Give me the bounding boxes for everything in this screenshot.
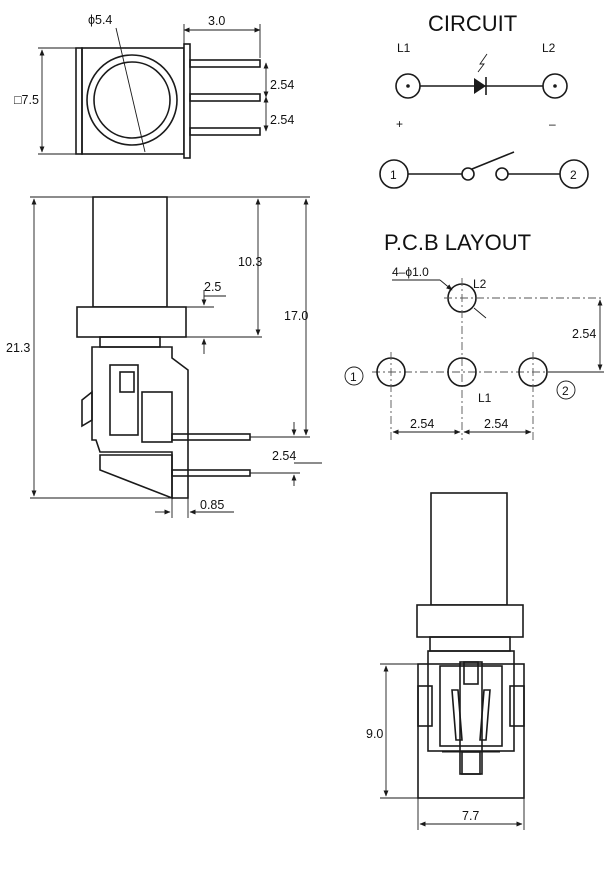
top-right-flange xyxy=(183,43,191,159)
pcb-l1: L1 xyxy=(478,391,492,405)
front-frame xyxy=(427,650,515,752)
ring-height-dim: 2.5 xyxy=(204,280,221,294)
front-housing xyxy=(417,663,525,799)
side-view: 21.3 10.3 17.0 2.5 2.54 0.85 xyxy=(6,196,322,518)
circuit-title: CIRCUIT xyxy=(428,11,517,36)
top-pin-2 xyxy=(189,93,261,102)
top-pin-1 xyxy=(189,59,261,68)
front-view: 9.0 7.7 xyxy=(366,492,525,830)
circuit-minus: – xyxy=(549,117,556,131)
circuit-plus: + xyxy=(396,117,403,131)
total-height-dim: 21.3 xyxy=(6,341,30,355)
top-pin-3 xyxy=(189,127,261,136)
side-bracket xyxy=(99,454,173,500)
dia-dim: ϕ5.4 xyxy=(88,13,112,27)
body-height-dim: 17.0 xyxy=(284,309,308,323)
circuit-l2: L2 xyxy=(542,41,556,55)
top-view: 3.0 ϕ5.4 2.54 2.54 □7.5 xyxy=(14,13,294,159)
switch-node-1-label: 1 xyxy=(390,168,397,182)
width-dim: 3.0 xyxy=(208,14,225,28)
hole-spec: 4–ϕ1.0 xyxy=(392,265,429,279)
top-outer-circle xyxy=(86,54,178,146)
switch-lever xyxy=(471,151,515,170)
front-height-dim: 9.0 xyxy=(366,727,383,741)
pcb-hole-l1 xyxy=(447,357,477,387)
pin-dia-dim: 0.85 xyxy=(200,498,224,512)
front-cap xyxy=(430,492,508,606)
pcb-l2: L2 xyxy=(473,277,487,291)
dia-leader xyxy=(115,27,146,153)
pcb-layout: P.C.B LAYOUT 4–ϕ1.0 L2 1 2 L1 2.54 2.54 … xyxy=(344,230,604,440)
front-ring xyxy=(416,604,524,638)
side-ring xyxy=(76,306,187,338)
pitch-dim-2: 2.54 xyxy=(270,113,294,127)
top-left-flange xyxy=(75,47,83,155)
pin-pitch-dim: 2.54 xyxy=(272,449,296,463)
pcb-node-1: 1 xyxy=(350,370,357,384)
switch-node-2-label: 2 xyxy=(570,168,577,182)
led-diode xyxy=(474,78,486,94)
pcb-title: P.C.B LAYOUT xyxy=(384,230,531,255)
side-pin-lower xyxy=(171,469,251,477)
circuit-diagram: CIRCUIT L1 L2 + – 1 2 xyxy=(379,11,589,189)
side-cap xyxy=(92,196,168,308)
pcb-horiz-dim-2: 2.54 xyxy=(484,417,508,431)
light-arrow-icon xyxy=(477,53,488,73)
pcb-horiz-dim-1: 2.54 xyxy=(410,417,434,431)
cap-height-dim: 10.3 xyxy=(238,255,262,269)
circuit-l1: L1 xyxy=(397,41,411,55)
pcb-node-2: 2 xyxy=(562,384,569,398)
pitch-dim-1: 2.54 xyxy=(270,78,294,92)
front-width-dim: 7.7 xyxy=(462,809,479,823)
top-cap-circle xyxy=(93,61,171,139)
side-plunger xyxy=(109,364,139,436)
side-pin-upper xyxy=(171,433,251,441)
square-dim: □7.5 xyxy=(14,93,39,107)
pcb-vertical-dim: 2.54 xyxy=(572,327,596,341)
